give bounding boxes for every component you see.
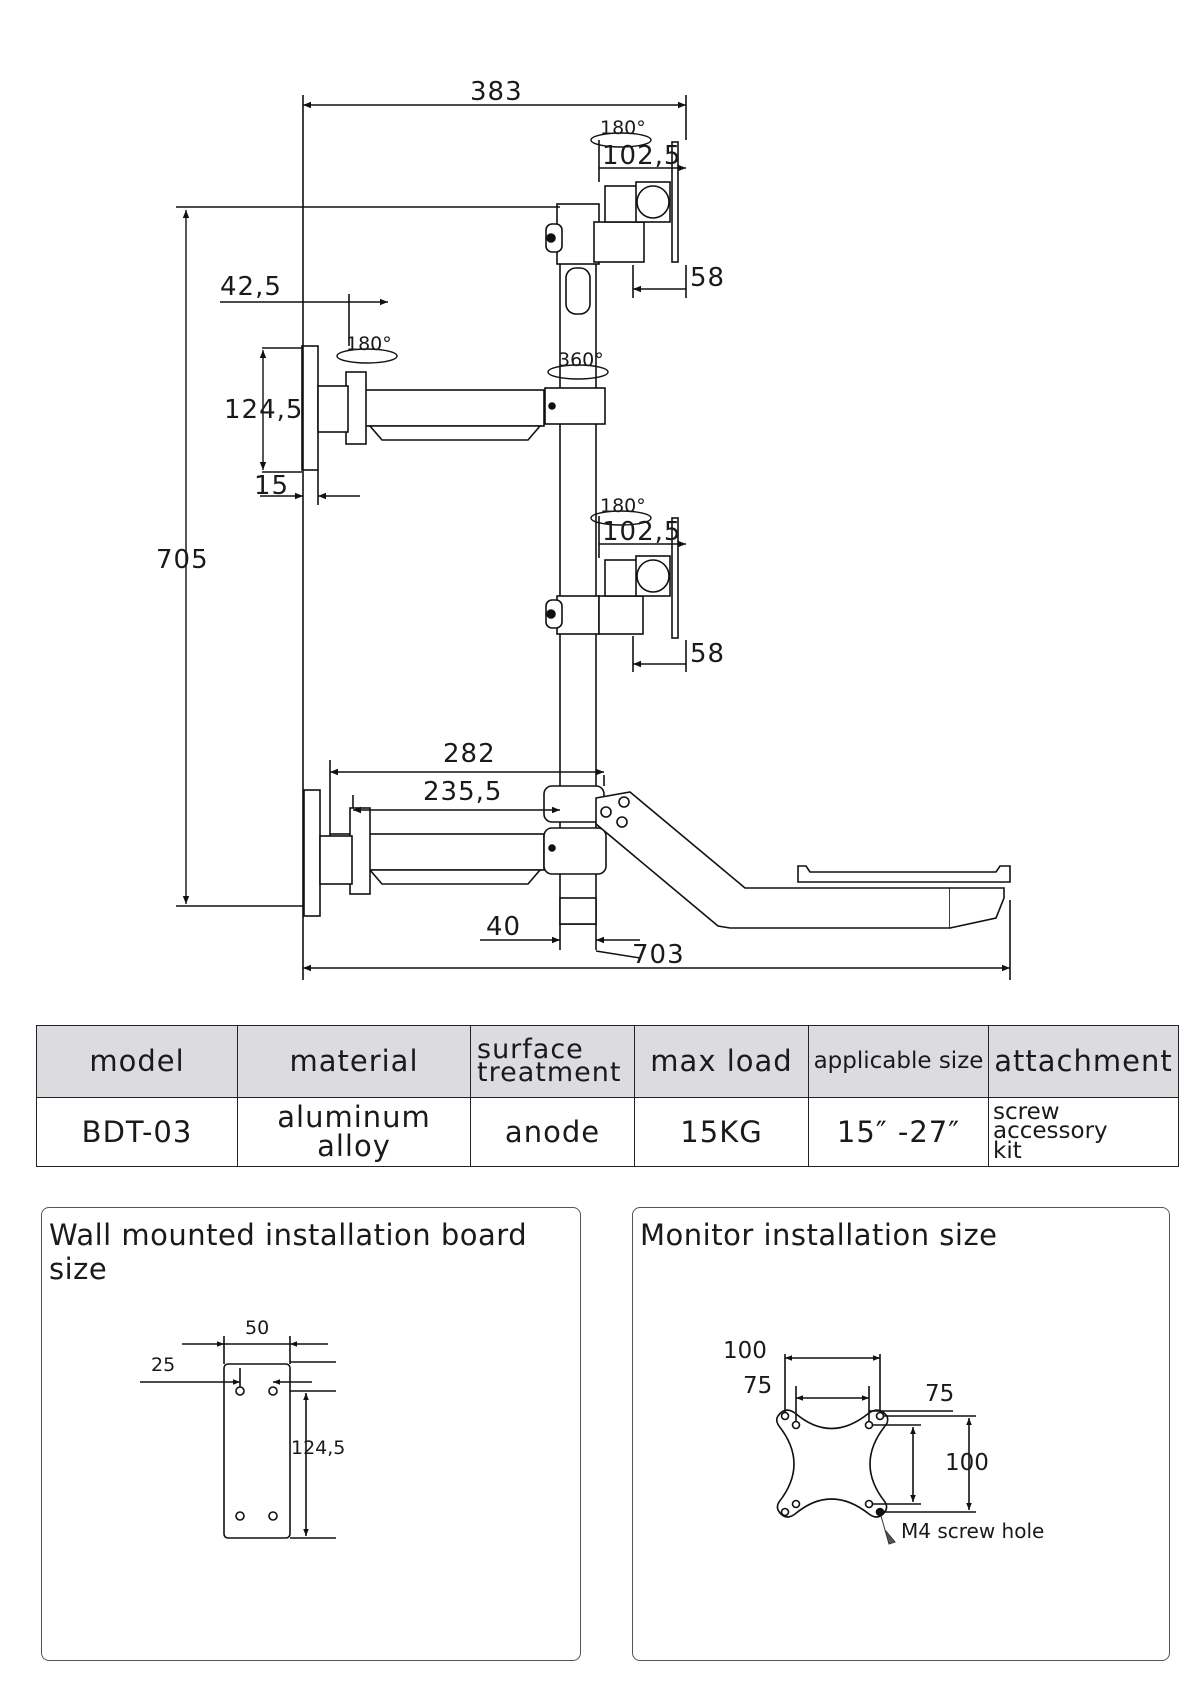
dim-235-5: 235,5 <box>423 777 502 807</box>
vesa-hole-75 <box>791 1420 801 1430</box>
header-material: material <box>237 1025 471 1098</box>
rotation-label-top: 180° <box>600 117 646 139</box>
spec-table: model material surface treatment max loa… <box>36 1025 1179 1167</box>
dim-282: 282 <box>443 739 496 769</box>
monitor-panel: Monitor installation size <box>632 1207 1170 1661</box>
vesa-dim-75-v: 75 <box>925 1381 954 1407</box>
vesa-hole-75 <box>864 1420 874 1430</box>
vesa-hole-100 <box>780 1411 790 1421</box>
vesa-hole-100 <box>780 1507 790 1517</box>
value-material: aluminum alloy <box>237 1097 471 1167</box>
dim-102-5-mid: 102,5 <box>602 517 681 547</box>
vesa-hole-100 <box>875 1411 885 1421</box>
top-vesa-plate <box>671 141 679 263</box>
rotation-label-left: 180° <box>346 333 392 355</box>
keyboard-arm <box>595 791 951 929</box>
value-surface-treatment: anode <box>470 1097 635 1167</box>
wall-board-drawing: 50 25 124,5 <box>140 1317 345 1539</box>
header-attachment: attachment <box>988 1025 1179 1098</box>
keyboard-tray <box>797 865 1011 883</box>
rotation-arrow-mid <box>590 510 652 526</box>
vesa-dim-100-v: 100 <box>945 1450 989 1476</box>
dim-102-5-top: 102,5 <box>602 141 681 171</box>
monitor-panel-title: Monitor installation size <box>640 1218 998 1252</box>
vesa-dim-100-h: 100 <box>723 1338 767 1364</box>
value-applicable-size: 15″ -27″ <box>808 1097 989 1167</box>
dim-383: 383 <box>470 77 523 107</box>
rotation-arrow-left <box>336 348 398 364</box>
dim-58-mid: 58 <box>690 639 725 669</box>
header-surface-treatment: surface treatment <box>470 1025 635 1098</box>
vesa-hole-100 <box>875 1507 885 1517</box>
header-applicable-size: applicable size <box>808 1025 989 1098</box>
lower-wall-plate <box>303 789 321 917</box>
vesa-plate-drawing: 100 75 75 100 M4 screw hole <box>723 1338 1044 1545</box>
wall-board-outline <box>223 1363 291 1539</box>
mid-vesa-plate <box>671 517 679 639</box>
top-head-joint <box>635 181 671 223</box>
value-model: BDT-03 <box>36 1097 238 1167</box>
value-max-load: 15KG <box>634 1097 809 1167</box>
header-model: model <box>36 1025 238 1098</box>
mid-head-joint <box>635 555 671 597</box>
board-dim-50: 50 <box>245 1317 269 1339</box>
vesa-dim-75-h: 75 <box>743 1373 772 1399</box>
dim-40: 40 <box>486 912 521 942</box>
screw-hole-label: M4 screw hole <box>901 1519 1044 1543</box>
spec-table-header-row: model material surface treatment max loa… <box>36 1025 1179 1098</box>
board-dim-25: 25 <box>151 1354 175 1376</box>
lower-arm-collar <box>543 785 605 823</box>
board-dim-124-5: 124,5 <box>291 1437 345 1459</box>
dim-703: 703 <box>632 940 685 970</box>
vesa-hole-75 <box>791 1499 801 1509</box>
mid-clamp <box>556 595 600 635</box>
screw-hole-leader <box>880 1515 896 1545</box>
rotation-label-mid: 180° <box>600 495 646 517</box>
top-clamp <box>556 203 600 265</box>
wall-board-title: Wall mounted installation board size <box>49 1218 528 1286</box>
mount-dimension-drawing: 383 102,5 58 42,5 124,5 15 705 102,5 58 … <box>156 77 1011 980</box>
vesa-hole-75 <box>864 1499 874 1509</box>
rotation-arrow-pole <box>547 364 609 380</box>
board-hole <box>235 1511 245 1521</box>
dim-15: 15 <box>254 471 289 501</box>
rotation-label-pole: 360° <box>558 349 604 371</box>
dim-58-top: 58 <box>690 263 725 293</box>
pole-slot <box>565 267 591 315</box>
board-hole <box>268 1386 278 1396</box>
value-attachment: screw accessory kit <box>988 1097 1179 1167</box>
dim-124-5-left: 124,5 <box>224 395 303 425</box>
dim-705: 705 <box>156 545 209 575</box>
wall-board-panel: Wall mounted installation board size <box>41 1207 581 1661</box>
dim-42-5: 42,5 <box>220 272 282 302</box>
spec-table-value-row: BDT-03 aluminum alloy anode 15KG 15″ -27… <box>36 1097 1179 1167</box>
rotation-arrow-top <box>590 132 652 148</box>
board-hole <box>268 1511 278 1521</box>
left-wall-plate <box>301 345 319 471</box>
header-max-load: max load <box>634 1025 809 1098</box>
